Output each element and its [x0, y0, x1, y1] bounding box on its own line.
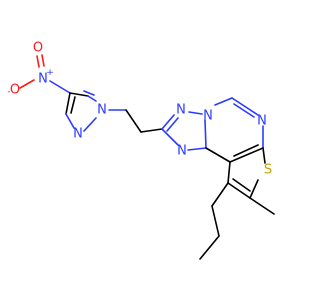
bond-c2-n-top: [161, 114, 175, 130]
atom-n-nitro: N: [38, 72, 48, 87]
bond-thiophene-left: [227, 161, 231, 184]
bond-n-bridge-ch: [214, 97, 233, 106]
bond-fusion-right: [229, 147, 264, 163]
bond-ethyl-c: [199, 235, 220, 260]
bond-ch-n-double: [233, 103, 255, 118]
bond-n-bottom-c: [187, 147, 207, 151]
molecule-diagram: O - N + O N N N N N N S: [7, 41, 275, 260]
atom-s-thiophene: S: [264, 163, 272, 178]
bond-n-top-n-bridge: [188, 111, 203, 115]
bond-c4-c3-double: [70, 96, 76, 114]
atom-n-triazole-top: N: [176, 103, 186, 118]
bond-n-bridge-c: [204, 119, 207, 149]
bond-o-n-double-a: [36, 55, 40, 68]
bond-c5-n1-double: [83, 90, 95, 96]
bond-n2-n1: [83, 117, 97, 132]
bond-fusion-top: [205, 147, 231, 163]
bond-thiophene-right: [249, 179, 259, 199]
bond-ethyl-b: [211, 205, 220, 237]
bond-ethyl-a: [211, 182, 229, 207]
atom-n-triazole-bottom: N: [177, 144, 187, 159]
bond-o-n-single: [19, 79, 35, 89]
bond-c4-c5: [69, 92, 89, 97]
atom-o-nitro-minus: O: [10, 83, 20, 98]
atom-o-nitro-minus-charge: -: [7, 87, 10, 97]
bond-ch-n: [231, 97, 259, 116]
bond-c5-n1: [87, 95, 97, 102]
atom-n-pyrimidine: N: [257, 114, 267, 129]
bond-methyl: [249, 197, 275, 215]
atom-n-bridge: N: [203, 109, 213, 124]
bond-n-c4: [49, 80, 71, 94]
bond-thiophene-bottom-double: [232, 178, 251, 192]
atom-o-nitro-double: O: [33, 41, 43, 56]
bond-c2-n-bottom: [161, 128, 179, 146]
bond-thiophene-bottom: [227, 182, 251, 199]
bond-fusion-right-double: [233, 144, 259, 157]
atom-n-pyrazole-2: N: [73, 127, 83, 142]
bond-c4-c3: [65, 92, 71, 115]
atom-labels: O - N + O N N N N N N S: [7, 41, 272, 178]
bond-thiophene-top: [262, 147, 266, 164]
bond-o-n-double-b: [41, 54, 45, 67]
atom-n-pyrazole-1: N: [97, 103, 107, 118]
bond-c3-n2: [65, 113, 75, 129]
bond-c2-n-top-double: [166, 117, 179, 132]
bond-ch2-ch2: [125, 109, 142, 133]
bond-ch2-c2: [140, 128, 163, 133]
atom-n-nitro-charge: +: [46, 68, 54, 78]
bonds: [19, 54, 275, 260]
